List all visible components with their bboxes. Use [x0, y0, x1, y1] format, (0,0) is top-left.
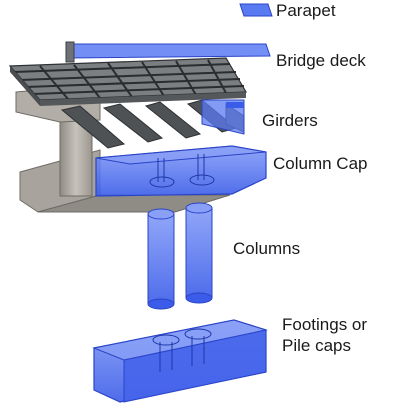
label-girders: Girders — [262, 111, 318, 130]
column-left — [147, 208, 175, 310]
bridge-deck-grid — [8, 57, 248, 106]
footing — [92, 319, 268, 403]
column-right — [185, 202, 213, 304]
parapet-swatch — [239, 3, 273, 17]
girder-highlight — [201, 99, 245, 135]
label-footings-line1: Footings or — [282, 315, 368, 334]
columns — [147, 202, 213, 310]
label-parapet: Parapet — [276, 1, 336, 20]
label-footings: Footings or Pile caps — [282, 314, 392, 356]
column-cap — [95, 145, 267, 197]
label-bridge-deck: Bridge deck — [276, 51, 366, 70]
label-column-cap: Column Cap — [273, 154, 368, 173]
label-columns: Columns — [233, 239, 301, 258]
label-footings-line2: Pile caps — [282, 336, 351, 355]
parapet-highlight — [65, 41, 271, 63]
